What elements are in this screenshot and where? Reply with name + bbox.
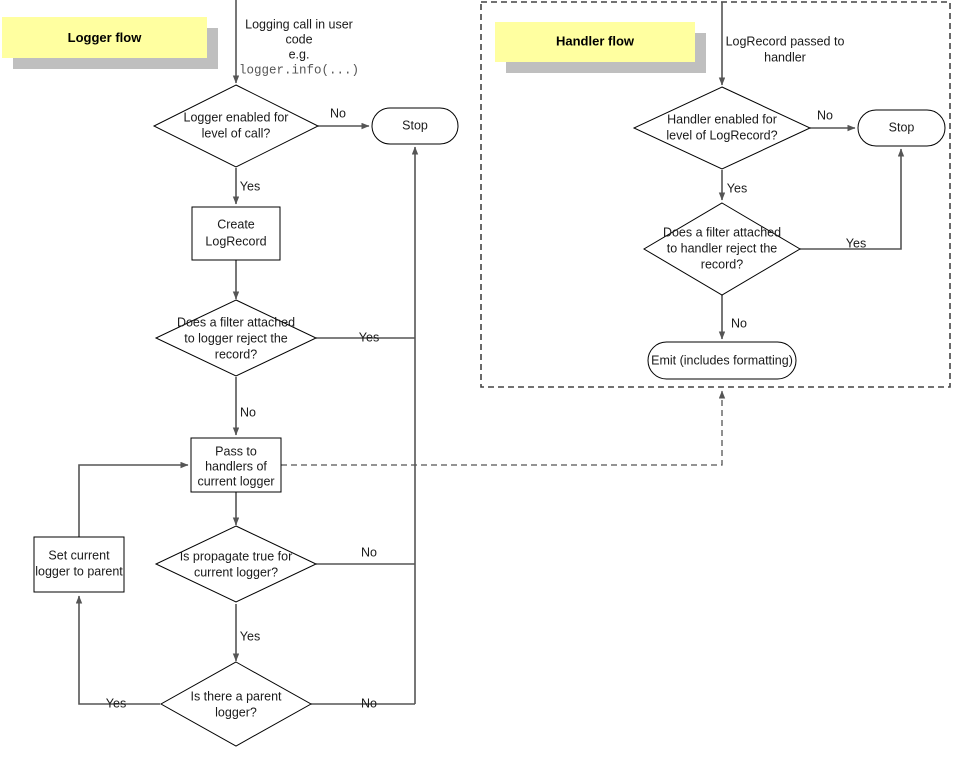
node-handler-enabled-shape [632, 86, 812, 170]
edge-label-logger-enabled-yes: Yes [240, 179, 260, 193]
node-handler-enabled-line1: Handler enabled for [667, 112, 777, 126]
node-handler-filter-line2: to handler reject the [667, 241, 778, 255]
edge-label-handler-enabled-yes: Yes [727, 181, 747, 195]
node-handler-filter-reject[interactable]: Does a filter attached to handler reject… [643, 202, 801, 296]
node-handler-filter-line1: Does a filter attached [663, 225, 781, 239]
node-stop-logger-label: Stop [402, 118, 428, 132]
node-pass-line3: current logger [197, 474, 274, 488]
node-create-logrecord[interactable]: Create LogRecord [191, 206, 281, 261]
node-logger-filter-reject-shape [154, 299, 318, 377]
node-set-parent-line2: logger to parent [35, 564, 123, 578]
logger-start-code: logger.info(...) [239, 63, 359, 77]
node-handler-enabled[interactable]: Handler enabled for level of LogRecord? [632, 86, 812, 170]
node-emit-shape [647, 341, 797, 380]
node-pass-line2: handlers of [205, 459, 267, 473]
node-logger-enabled-line1: Logger enabled for [184, 110, 289, 124]
node-parent-line1: Is there a parent [190, 689, 282, 703]
node-stop-handler-shape [857, 109, 946, 147]
node-stop-logger-shape [371, 107, 459, 145]
banner-logger-flow: Logger flow [2, 17, 218, 69]
node-is-propagate-true-shape [154, 525, 318, 603]
node-handler-filter-line3: record? [701, 257, 743, 271]
node-logger-filter-line1: Does a filter attached [177, 315, 295, 329]
edge-parent-yes-to-set-parent [75, 595, 160, 705]
logger-start-line3: e.g. [289, 47, 310, 61]
node-emit-label: Emit (includes formatting) [651, 353, 793, 367]
edge-label-parent-yes: Yes [106, 696, 126, 710]
node-is-propagate-true[interactable]: Is propagate true for current logger? [154, 525, 318, 603]
node-pass-to-handlers-shape [190, 437, 282, 493]
node-pass-line1: Pass to [215, 444, 257, 458]
logger-start-line2: code [285, 32, 312, 46]
edge-label-handler-filter-no: No [731, 316, 747, 330]
banner-handler-flow-label: Handler flow [556, 33, 635, 48]
edge-pass-to-handler-flow-dashed [281, 390, 726, 466]
edge-label-handler-enabled-no: No [817, 108, 833, 122]
node-pass-to-handlers[interactable]: Pass to handlers of current logger [190, 437, 282, 493]
banner-logger-flow-label: Logger flow [68, 30, 143, 45]
node-logger-enabled-shape [152, 84, 320, 168]
banner-handler-flow-fill [495, 22, 695, 62]
banner-handler-flow: Handler flow [495, 22, 706, 73]
node-emit[interactable]: Emit (includes formatting) [647, 341, 797, 380]
edge-handler-filter-yes-to-stop [800, 148, 905, 250]
node-logger-enabled[interactable]: Logger enabled for level of call? [152, 84, 320, 168]
edge-label-logger-filter-no: No [240, 405, 256, 419]
node-logger-filter-line3: record? [215, 347, 257, 361]
logger-start-line1: Logging call in user [245, 17, 353, 31]
edge-label-parent-no: No [361, 696, 377, 710]
logger-flow-start-text: Logging call in user code e.g. logger.in… [239, 17, 359, 77]
node-stop-logger[interactable]: Stop [371, 107, 459, 145]
handler-flow-start-text: LogRecord passed to handler [726, 34, 845, 64]
handler-flow-group-box [480, 1, 951, 388]
node-handler-filter-reject-shape [643, 202, 801, 296]
node-propagate-line1: Is propagate true for [180, 549, 293, 563]
node-create-logrecord-line1: Create [217, 217, 255, 231]
node-logger-enabled-line2: level of call? [202, 126, 271, 140]
node-is-there-parent-shape [159, 661, 313, 747]
node-stop-handler[interactable]: Stop [857, 109, 946, 147]
handler-start-line1: LogRecord passed to [726, 34, 845, 48]
node-set-parent-line1: Set current [48, 548, 110, 562]
handler-start-line2: handler [764, 50, 806, 64]
node-parent-line2: logger? [215, 705, 257, 719]
node-is-there-parent[interactable]: Is there a parent logger? [159, 661, 313, 747]
edge-label-propagate-no: No [361, 545, 377, 559]
node-create-logrecord-shape [191, 206, 281, 261]
node-logger-filter-reject[interactable]: Does a filter attached to logger reject … [154, 299, 318, 377]
node-set-logger-parent-shape [33, 536, 125, 593]
edge-label-handler-filter-yes: Yes [846, 236, 866, 250]
node-set-logger-parent[interactable]: Set current logger to parent [33, 536, 125, 593]
edge-label-propagate-yes: Yes [240, 629, 260, 643]
node-stop-handler-label: Stop [889, 120, 915, 134]
node-logger-filter-line2: to logger reject the [184, 331, 288, 345]
node-handler-enabled-line2: level of LogRecord? [666, 128, 777, 142]
edge-label-logger-enabled-no: No [330, 106, 346, 120]
edge-set-parent-to-pass [78, 461, 189, 537]
banner-logger-flow-fill [2, 17, 207, 58]
node-create-logrecord-line2: LogRecord [205, 234, 266, 248]
edge-label-logger-filter-yes: Yes [359, 330, 379, 344]
node-propagate-line2: current logger? [194, 565, 278, 579]
